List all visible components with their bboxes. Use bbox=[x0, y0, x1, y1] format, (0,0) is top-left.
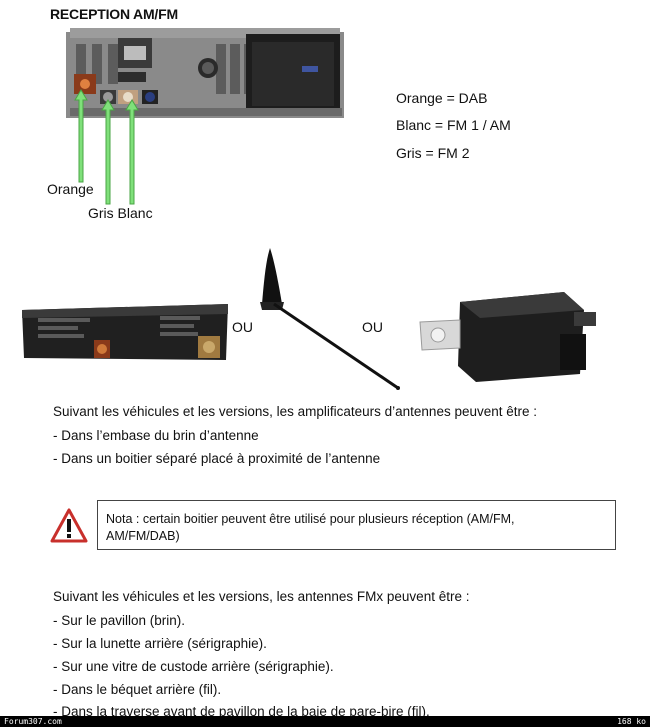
amplifier-intro: Suivant les véhicules et les versions, l… bbox=[53, 404, 538, 419]
fmx-item-2: - Sur la lunette arrière (sérigraphie). bbox=[53, 636, 267, 651]
fmx-intro: Suivant les véhicules et les versions, l… bbox=[53, 589, 470, 604]
nota-line-2: AM/FM/DAB) bbox=[106, 529, 180, 543]
separator-ou-1: OU bbox=[232, 319, 253, 335]
fmx-item-1: - Sur le pavillon (brin). bbox=[53, 613, 186, 628]
footer-bar: Forum307.com 168 ko bbox=[0, 716, 650, 727]
fmx-item-3: - Sur une vitre de custode arrière (séri… bbox=[53, 659, 334, 674]
amplifier-module-image bbox=[22, 304, 228, 360]
legend-gris: Gris = FM 2 bbox=[396, 145, 470, 161]
label-gris-blanc: Gris Blanc bbox=[88, 205, 153, 221]
amplifier-item-1: - Dans l’embase du brin d’antenne bbox=[53, 428, 259, 443]
radio-rear-panel-image bbox=[66, 28, 344, 118]
legend-blanc: Blanc = FM 1 / AM bbox=[396, 117, 511, 133]
footer-size: 168 ko bbox=[617, 717, 646, 726]
separator-ou-2: OU bbox=[362, 319, 383, 335]
page-title: RECEPTION AM/FM bbox=[50, 6, 178, 22]
antenna-image bbox=[260, 248, 400, 390]
footer-site: Forum307.com bbox=[4, 717, 62, 726]
legend-orange: Orange = DAB bbox=[396, 90, 488, 106]
nota-box: Nota : certain boitier peuvent être util… bbox=[97, 500, 616, 550]
amplifier-item-2: - Dans un boitier séparé placé à proximi… bbox=[53, 451, 381, 466]
fmx-item-5: - Dans la traverse avant de pavillon de … bbox=[53, 704, 430, 719]
nota-line-1: Nota : certain boitier peuvent être util… bbox=[106, 512, 515, 526]
connector-arrows bbox=[74, 89, 139, 205]
warning-icon bbox=[50, 508, 88, 543]
fmx-item-4: - Dans le béquet arrière (fil). bbox=[53, 682, 222, 697]
separate-amplifier-box-image bbox=[419, 292, 596, 382]
label-orange: Orange bbox=[47, 181, 94, 197]
